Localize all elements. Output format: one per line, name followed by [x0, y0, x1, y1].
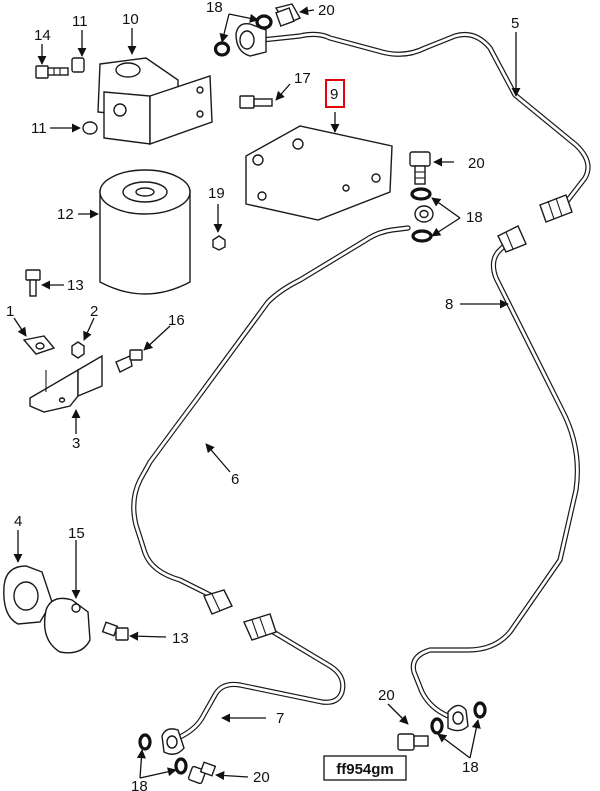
callout-11-left: 11	[31, 120, 47, 137]
callout-13-top: 13	[67, 277, 84, 294]
callout-15: 15	[68, 525, 85, 542]
plug-11-top	[71, 57, 85, 73]
mounting-plate-9	[245, 125, 393, 221]
callout-20-bottom: 20	[253, 769, 270, 786]
sealing-rings-right	[410, 187, 433, 243]
leader-arrows	[13, 6, 521, 781]
bracket-3	[29, 354, 103, 413]
callout-9-highlight-box	[325, 79, 345, 108]
callout-18-bottom-right: 18	[462, 759, 479, 776]
nut-2	[71, 341, 85, 359]
banjo-fitting-right	[414, 205, 434, 223]
banjo-bolt-top	[274, 3, 301, 27]
callout-1: 1	[6, 303, 14, 320]
banjo-fitting-bottom-right	[447, 704, 469, 732]
fuel-filter-12	[99, 169, 191, 295]
bolt-17	[239, 95, 273, 109]
banjo-bolt-right	[409, 151, 431, 185]
fitting-nut-pipe5-end	[539, 194, 573, 223]
bolt-13-bottom	[101, 621, 129, 641]
callout-labels: 18 20 5 11 10 14 11 17 9 20 18 12 19 13 …	[6, 0, 519, 791]
bolt-16	[115, 349, 143, 373]
fitting-nut-pipe8-top	[497, 225, 527, 253]
callout-9: 9	[330, 86, 338, 103]
callout-7: 7	[276, 710, 284, 727]
banjo-fitting-bottom-left	[161, 728, 185, 755]
callout-11-top: 11	[72, 13, 88, 30]
callout-6: 6	[231, 471, 239, 488]
callout-13-bottom: 13	[172, 630, 189, 647]
callout-14: 14	[34, 27, 51, 44]
callout-8: 8	[445, 296, 453, 313]
nut-19	[212, 235, 226, 251]
banjo-bolt-bottom-right	[397, 733, 429, 751]
fitting-nut-pipe7-top	[243, 613, 277, 641]
fuel-line-7	[175, 627, 346, 741]
callout-17: 17	[294, 70, 311, 87]
fuel-line-6	[131, 225, 411, 599]
callout-4: 4	[14, 513, 22, 530]
callout-5: 5	[511, 15, 519, 32]
filter-head-10	[97, 57, 213, 145]
callout-18-bottom-left: 18	[131, 778, 148, 791]
callout-3: 3	[72, 435, 80, 452]
callout-12: 12	[57, 206, 74, 223]
cover-plate-15	[43, 597, 91, 654]
drawing-code-box: ff954gm	[323, 755, 407, 781]
banjo-fitting-top	[235, 23, 267, 57]
fitting-nut-pipe6-mid	[203, 589, 233, 615]
callout-18-right: 18	[466, 209, 483, 226]
sealing-rings-bottom-left	[138, 733, 188, 775]
callout-19: 19	[208, 185, 225, 202]
fuel-line-8	[410, 237, 580, 719]
callout-2: 2	[90, 303, 98, 320]
fuel-line-5	[259, 31, 591, 215]
callout-20-bottom-right: 20	[378, 687, 395, 704]
bolt-13-top	[25, 269, 41, 297]
drawing-code: ff954gm	[336, 761, 394, 778]
callout-10: 10	[122, 11, 139, 28]
callout-20-top: 20	[318, 2, 335, 19]
clip-1	[22, 335, 56, 355]
callout-20-right: 20	[468, 155, 485, 172]
plug-11-left	[82, 121, 98, 135]
bolt-14	[35, 65, 69, 79]
banjo-bolt-bottom	[187, 761, 217, 785]
callout-18-top: 18	[206, 0, 223, 16]
callout-16: 16	[168, 312, 185, 329]
sealing-rings-bottom-right	[430, 701, 487, 735]
